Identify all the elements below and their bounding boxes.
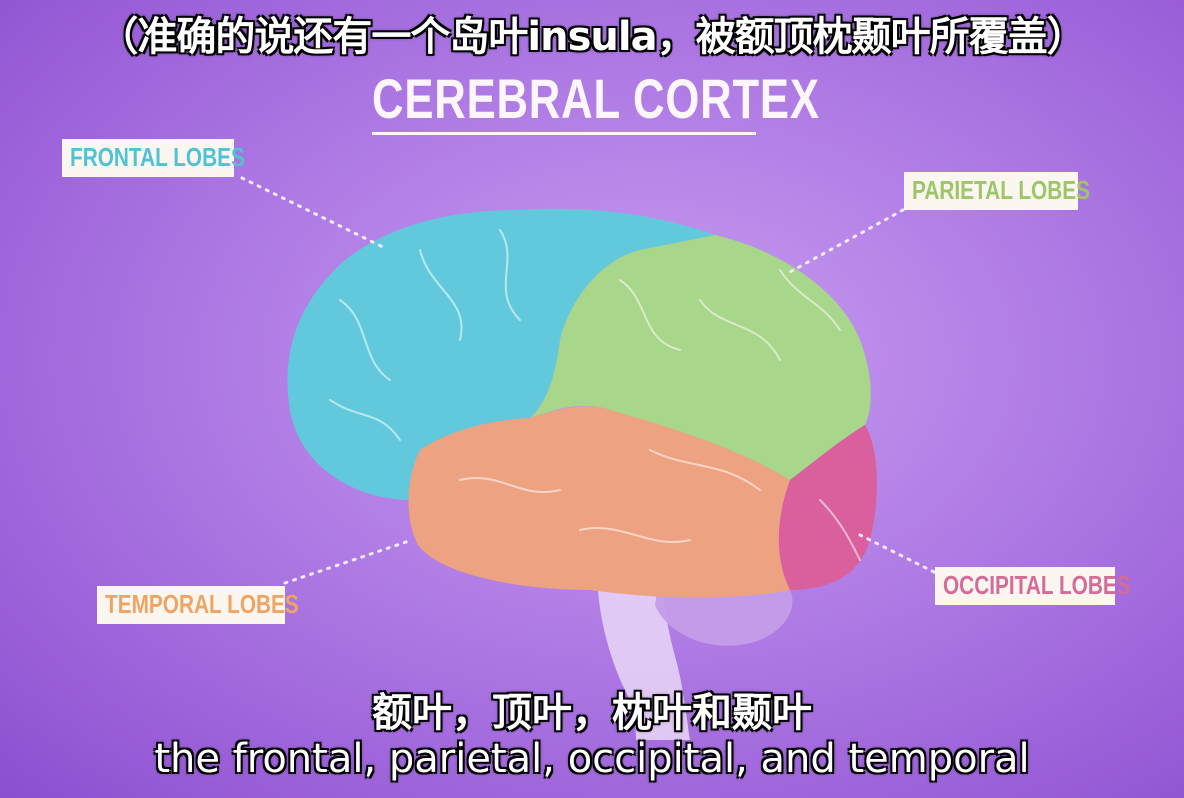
title-underline xyxy=(372,132,756,135)
diagram-title: CEREBRAL CORTEX xyxy=(372,67,820,130)
subtitle-chinese: 额叶，顶叶，枕叶和颞叶 xyxy=(372,690,812,736)
brainstem xyxy=(598,590,690,740)
temporal-lobe xyxy=(408,406,790,598)
label-frontal-lobes: FRONTAL LOBES xyxy=(62,139,245,177)
subtitle-english: the frontal, parietal, occipital, and te… xyxy=(154,736,1030,782)
label-temporal-lobes: TEMPORAL LOBES xyxy=(97,586,299,624)
label-parietal-lobes: PARIETAL LOBES xyxy=(904,172,1090,210)
top-subtitle: （准确的说还有一个岛叶insula，被额顶枕颞叶所覆盖） xyxy=(98,14,1086,60)
leader-lines xyxy=(240,176,936,585)
frontal-lobe xyxy=(287,208,715,500)
gyri-lines xyxy=(329,229,861,561)
label-occipital-lobes: OCCIPITAL LOBES xyxy=(935,567,1131,605)
parietal-lobe xyxy=(530,235,871,480)
